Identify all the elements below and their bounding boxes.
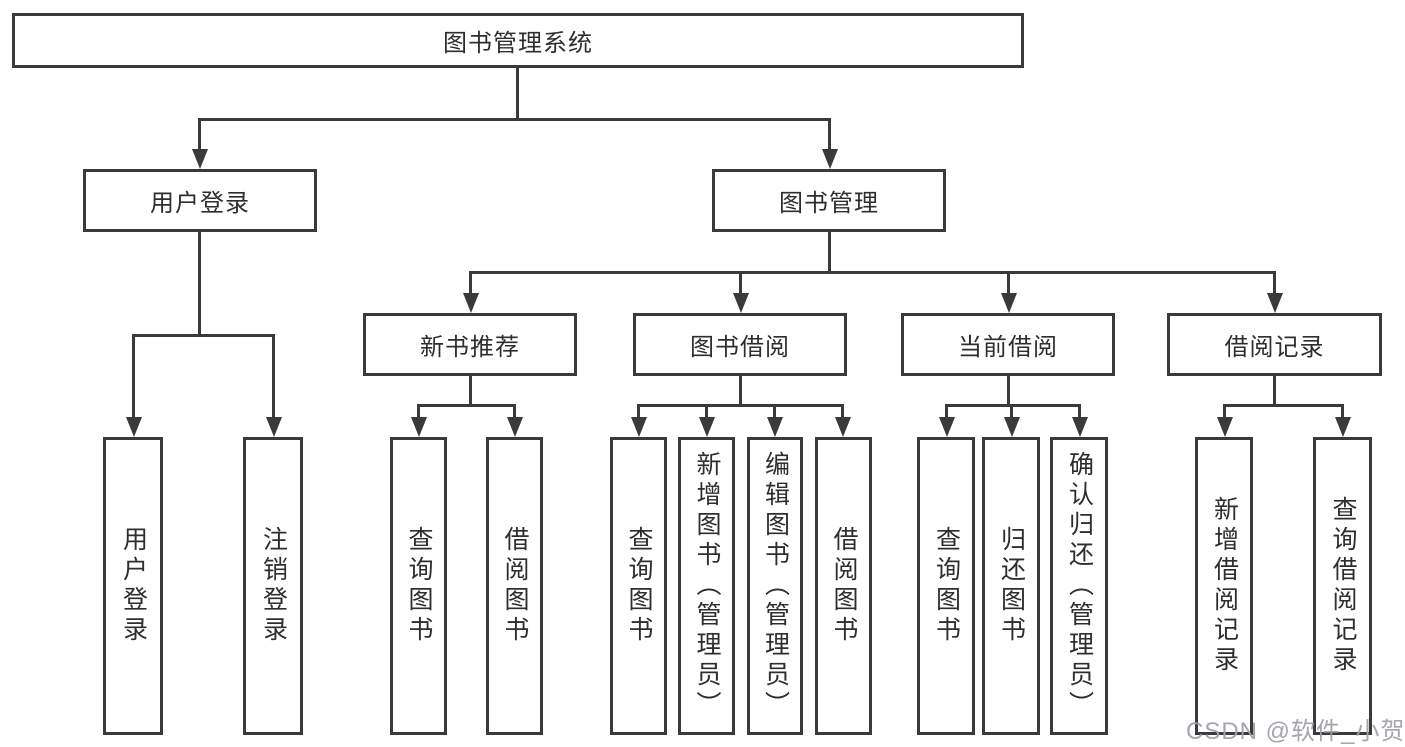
- connector-borrow-trunk: [739, 376, 742, 406]
- connector-newrec-bar: [417, 404, 516, 407]
- connector-stem: [513, 404, 516, 418]
- connector-stem: [272, 334, 275, 418]
- node-leaf-confirm-return-admin: 确认归还（管理员）: [1050, 437, 1108, 735]
- connector-current-trunk: [1007, 376, 1010, 406]
- arrowhead-down-icon: [507, 417, 523, 437]
- connector-stem: [1341, 404, 1344, 418]
- arrowhead-down-icon: [835, 417, 851, 437]
- node-book-management: 图书管理: [712, 169, 946, 232]
- arrowhead-down-icon: [822, 149, 838, 169]
- arrowhead-down-icon: [126, 417, 142, 437]
- connector-stem: [1007, 271, 1010, 295]
- connector-bookmgmt-bar: [469, 271, 1276, 274]
- connector-stem: [705, 404, 708, 418]
- node-leaf-add-borrow-record: 新增借阅记录: [1195, 437, 1253, 735]
- node-label: 图书借阅: [690, 334, 790, 361]
- connector-stem: [417, 404, 420, 418]
- arrowhead-down-icon: [939, 417, 955, 437]
- node-root-label: 图书管理系统: [443, 30, 593, 57]
- connector-stem: [841, 404, 844, 418]
- node-leaf-user-login: 用户登录: [103, 437, 163, 735]
- connector-borrow-bar: [637, 404, 844, 407]
- arrowhead-down-icon: [192, 149, 208, 169]
- connector-newrec-trunk: [469, 376, 472, 406]
- connector-current-bar: [945, 404, 1081, 407]
- node-label: 查询图书: [625, 526, 653, 646]
- arrowhead-down-icon: [1004, 417, 1020, 437]
- connector-stem: [132, 334, 135, 418]
- node-label: 新增借阅记录: [1210, 496, 1239, 676]
- node-label: 注销登录: [259, 526, 288, 646]
- node-leaf-query-borrow-record: 查询借阅记录: [1313, 437, 1372, 735]
- connector-userlogin-bar: [132, 334, 275, 337]
- connector-userlogin-trunk: [198, 232, 201, 336]
- node-new-book-recommend: 新书推荐: [363, 313, 577, 376]
- node-label: 查询图书: [405, 526, 433, 646]
- arrowhead-down-icon: [1267, 293, 1283, 313]
- connector-root-trunk: [516, 66, 519, 120]
- node-label: 新增图书（管理员）: [693, 451, 721, 721]
- node-label: 用户登录: [150, 190, 250, 217]
- arrowhead-down-icon: [1072, 417, 1088, 437]
- node-label: 用户登录: [119, 526, 148, 646]
- arrowhead-down-icon: [1217, 417, 1233, 437]
- node-leaf-borrow-books: 借阅图书: [815, 437, 872, 735]
- node-label: 借阅图书: [501, 526, 529, 646]
- arrowhead-down-icon: [411, 417, 427, 437]
- node-root-system: 图书管理系统: [12, 13, 1024, 68]
- node-label: 查询图书: [932, 526, 961, 646]
- arrowhead-down-icon: [699, 417, 715, 437]
- connector-root-bar: [198, 118, 831, 121]
- connector-stem: [1223, 404, 1226, 418]
- node-user-login: 用户登录: [83, 169, 317, 232]
- node-leaf-logout: 注销登录: [243, 437, 303, 735]
- connector-bookmgmt-trunk: [828, 232, 831, 273]
- connector-stem: [1010, 404, 1013, 418]
- node-label: 图书管理: [779, 190, 879, 217]
- arrowhead-down-icon: [631, 417, 647, 437]
- connector-stem: [1273, 271, 1276, 295]
- arrowhead-down-icon: [733, 293, 749, 313]
- connector-stem: [1078, 404, 1081, 418]
- node-leaf-query-books-borrowing: 查询图书: [610, 437, 667, 735]
- node-current-borrowing: 当前借阅: [901, 313, 1115, 376]
- node-label: 新书推荐: [420, 334, 520, 361]
- node-leaf-edit-books-admin: 编辑图书（管理员）: [747, 437, 803, 735]
- connector-stem: [773, 404, 776, 418]
- arrowhead-down-icon: [1001, 293, 1017, 313]
- connector-stem: [198, 118, 201, 150]
- connector-stem: [945, 404, 948, 418]
- connector-records-trunk: [1273, 376, 1276, 406]
- arrowhead-down-icon: [463, 293, 479, 313]
- connector-stem: [469, 271, 472, 295]
- node-label: 借阅记录: [1224, 334, 1325, 361]
- connector-stem: [739, 271, 742, 295]
- node-label: 借阅图书: [830, 526, 858, 646]
- arrowhead-down-icon: [1335, 417, 1351, 437]
- connector-stem: [637, 404, 640, 418]
- node-label: 确认归还（管理员）: [1065, 451, 1094, 721]
- node-leaf-return-books: 归还图书: [982, 437, 1040, 735]
- node-borrowing-records: 借阅记录: [1167, 313, 1382, 376]
- node-label: 查询借阅记录: [1329, 496, 1357, 676]
- connector-stem: [828, 118, 831, 150]
- csdn-watermark: CSDN @软件_小贺同学: [1186, 718, 1405, 745]
- node-leaf-add-books-admin: 新增图书（管理员）: [678, 437, 735, 735]
- node-label: 归还图书: [997, 526, 1026, 646]
- arrowhead-down-icon: [266, 417, 282, 437]
- node-book-borrowing: 图书借阅: [633, 313, 847, 376]
- node-label: 编辑图书（管理员）: [761, 451, 790, 721]
- node-leaf-borrow-books-recommend: 借阅图书: [486, 437, 543, 735]
- node-leaf-query-books-current: 查询图书: [917, 437, 975, 735]
- node-label: 当前借阅: [958, 334, 1058, 361]
- connector-records-bar: [1223, 404, 1344, 407]
- node-leaf-query-books-recommend: 查询图书: [390, 437, 447, 735]
- arrowhead-down-icon: [767, 417, 783, 437]
